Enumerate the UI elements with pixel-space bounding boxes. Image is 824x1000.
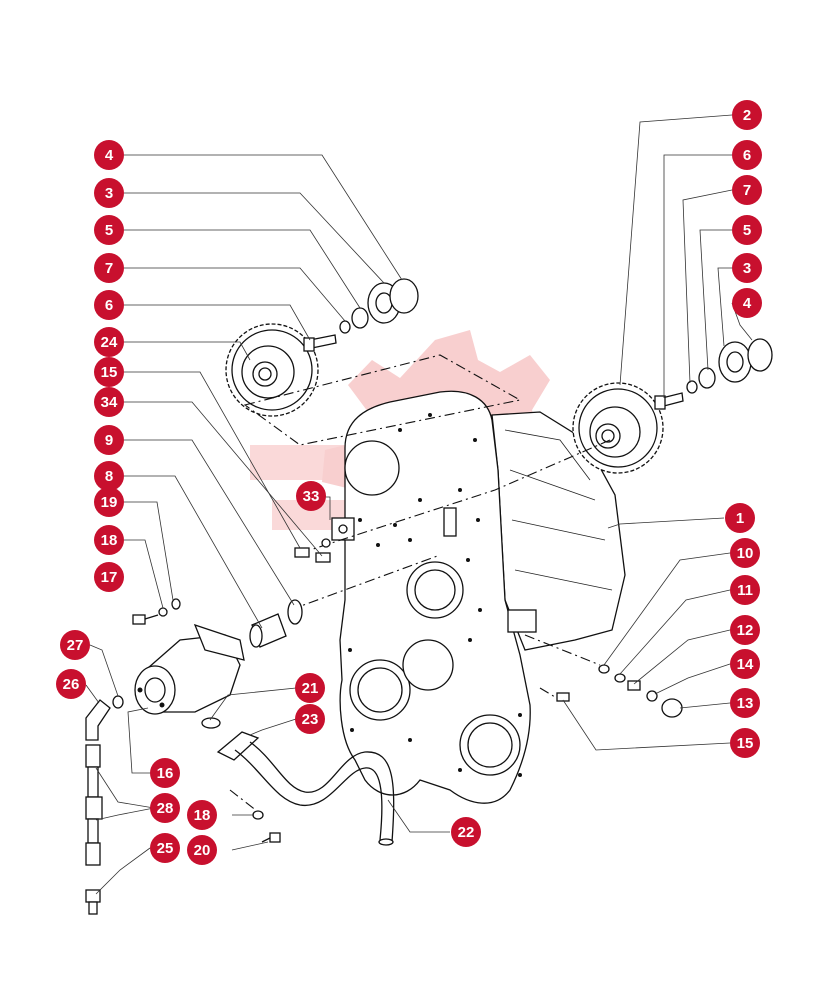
svg-text:10: 10 xyxy=(737,545,754,562)
svg-text:22: 22 xyxy=(458,824,475,841)
flange-bolts xyxy=(252,810,281,843)
callout-20: 20 xyxy=(187,835,217,865)
svg-text:18: 18 xyxy=(194,807,211,824)
callout-6a: 6 xyxy=(94,290,124,320)
callout-18a: 18 xyxy=(94,525,124,555)
svg-text:33: 33 xyxy=(303,488,320,505)
hydraulic-hose xyxy=(85,744,103,866)
callout-18b: 18 xyxy=(187,800,217,830)
callout-16: 16 xyxy=(150,758,180,788)
callout-19: 19 xyxy=(94,487,124,517)
left-drive-gear xyxy=(225,323,319,417)
svg-text:19: 19 xyxy=(101,494,118,511)
svg-text:18: 18 xyxy=(101,532,118,549)
callout-7a: 7 xyxy=(94,253,124,283)
svg-text:4: 4 xyxy=(743,295,752,312)
callout-13: 13 xyxy=(730,688,760,718)
svg-text:8: 8 xyxy=(105,468,113,485)
svg-text:12: 12 xyxy=(737,622,754,639)
hydraulic-pump xyxy=(134,623,245,715)
outlet-flange xyxy=(201,717,260,761)
callout-2: 2 xyxy=(732,100,762,130)
callout-4a: 4 xyxy=(94,140,124,170)
drain-plug-set xyxy=(556,664,683,718)
pump-mount-screws xyxy=(132,598,181,625)
svg-text:3: 3 xyxy=(743,260,751,277)
svg-text:27: 27 xyxy=(67,637,84,654)
callout-1: 1 xyxy=(725,503,755,533)
callout-9: 9 xyxy=(94,425,124,455)
svg-text:3: 3 xyxy=(105,185,113,202)
callout-3b: 3 xyxy=(732,253,762,283)
cover-bolts xyxy=(294,538,331,563)
callout-34: 34 xyxy=(94,387,124,417)
callout-28: 28 xyxy=(150,793,180,823)
leader-lines xyxy=(85,114,753,895)
svg-text:7: 7 xyxy=(743,182,751,199)
svg-text:28: 28 xyxy=(157,800,174,817)
svg-text:9: 9 xyxy=(105,432,113,449)
callout-12: 12 xyxy=(730,615,760,645)
svg-text:5: 5 xyxy=(105,222,113,239)
callout-5a: 5 xyxy=(94,215,124,245)
assembly-axis-lines xyxy=(229,354,611,816)
svg-text:26: 26 xyxy=(63,676,80,693)
right-bearing-set xyxy=(654,338,773,410)
svg-text:16: 16 xyxy=(157,765,174,782)
svg-text:14: 14 xyxy=(737,656,754,673)
left-bearing-set xyxy=(303,278,419,352)
callout-11: 11 xyxy=(730,575,760,605)
svg-text:6: 6 xyxy=(105,297,113,314)
callout-21: 21 xyxy=(295,673,325,703)
housing-bolt-holes xyxy=(348,413,522,777)
elbow-fitting xyxy=(85,695,124,741)
callout-17: 17 xyxy=(94,562,124,592)
svg-text:13: 13 xyxy=(737,695,754,712)
callout-8: 8 xyxy=(94,461,124,491)
callout-bubbles: 4 3 5 7 6 24 15 34 9 8 19 18 17 27 26 16… xyxy=(56,100,762,865)
svg-text:5: 5 xyxy=(743,222,751,239)
callout-3a: 3 xyxy=(94,178,124,208)
hose-adapter xyxy=(85,889,101,915)
callout-22: 22 xyxy=(451,817,481,847)
svg-text:20: 20 xyxy=(194,842,211,859)
callout-26: 26 xyxy=(56,669,86,699)
callout-6b: 6 xyxy=(732,140,762,170)
callout-24: 24 xyxy=(94,327,124,357)
svg-text:15: 15 xyxy=(737,735,754,752)
svg-text:15: 15 xyxy=(101,364,118,381)
callout-14: 14 xyxy=(730,649,760,679)
svg-text:23: 23 xyxy=(302,711,319,728)
callout-10: 10 xyxy=(730,538,760,568)
svg-text:25: 25 xyxy=(157,840,174,857)
gearbox-housing xyxy=(331,390,626,804)
svg-text:11: 11 xyxy=(737,582,753,599)
callout-25: 25 xyxy=(150,833,180,863)
svg-text:4: 4 xyxy=(105,147,114,164)
svg-text:1: 1 xyxy=(736,510,744,527)
right-drive-gear xyxy=(572,382,664,474)
svg-text:24: 24 xyxy=(101,334,118,351)
svg-text:34: 34 xyxy=(101,394,118,411)
svg-text:17: 17 xyxy=(101,569,118,586)
coupling-sleeve xyxy=(249,599,303,648)
callout-33: 33 xyxy=(296,481,326,511)
svg-text:6: 6 xyxy=(743,147,751,164)
svg-text:7: 7 xyxy=(105,260,113,277)
callout-4b: 4 xyxy=(732,288,762,318)
callout-15b: 15 xyxy=(730,728,760,758)
callout-5b: 5 xyxy=(732,215,762,245)
callout-27: 27 xyxy=(60,630,90,660)
callout-15a: 15 xyxy=(94,357,124,387)
svg-text:2: 2 xyxy=(743,107,751,124)
callout-7b: 7 xyxy=(732,175,762,205)
callout-23: 23 xyxy=(295,704,325,734)
svg-text:21: 21 xyxy=(302,680,319,697)
suction-pipe xyxy=(234,741,395,846)
